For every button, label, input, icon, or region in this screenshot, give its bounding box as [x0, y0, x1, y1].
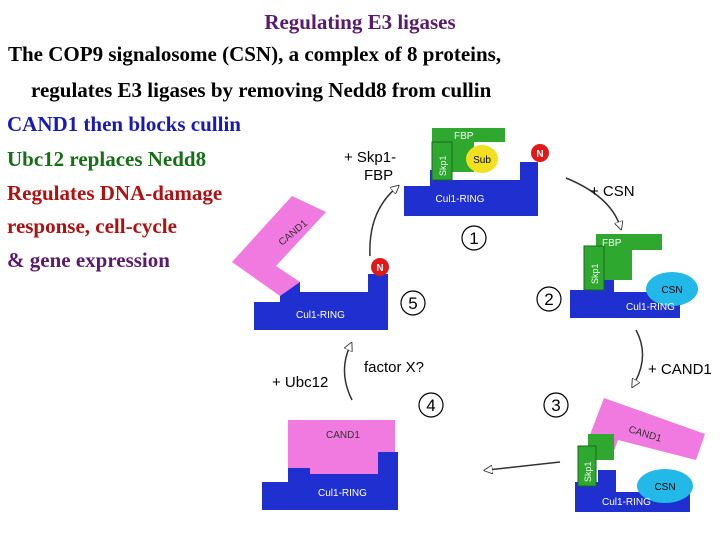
fbp-label-1: FBP	[454, 131, 474, 142]
arrow-label-cand1: + CAND1	[648, 361, 712, 378]
skp1-1	[431, 141, 453, 181]
text-line-csn: The COP9 signalosome (CSN), a complex of…	[8, 42, 502, 66]
svg-text:3: 3	[551, 396, 560, 415]
complex-2: Cul1-RING FBP Skp1 CSN	[570, 234, 698, 318]
step-3: 3	[543, 392, 569, 418]
text-line-gene-expression: & gene expression	[7, 248, 170, 272]
text-line-regulates: Regulates DNA-damage	[7, 181, 223, 205]
cul1-label-3: Cul1-RING	[602, 497, 651, 508]
fbp-label-2: FBP	[602, 238, 622, 249]
arrow-label-fbp: FBP	[364, 167, 393, 184]
csn-label-2: CSN	[661, 285, 682, 296]
csn-label-3: CSN	[654, 482, 675, 493]
arrow-label-csn: + CSN	[590, 183, 635, 200]
svg-text:4: 4	[426, 396, 435, 415]
arrow-label-factor-x: factor X?	[364, 359, 424, 376]
fbp-2	[596, 234, 662, 280]
csn-3	[637, 469, 693, 503]
nedd8-label-5: N	[376, 263, 383, 274]
arrow-1-to-2	[565, 177, 620, 226]
sub-label: Sub	[473, 155, 491, 166]
nedd8-5	[371, 258, 389, 276]
step-2: 2	[536, 286, 562, 312]
step-5: 5	[400, 290, 426, 316]
arrow-5-to-1	[369, 188, 396, 257]
skp1-label-2: Skp1	[590, 263, 600, 284]
text-line-cand1: CAND1 then blocks cullin	[7, 112, 241, 136]
sub-1	[466, 145, 498, 173]
text-line-nedd8: regulates E3 ligases by removing Nedd8 f…	[31, 78, 492, 102]
svg-text:5: 5	[408, 294, 417, 313]
text-line-ubc12: Ubc12 replaces Nedd8	[7, 147, 207, 171]
svg-text:2: 2	[544, 290, 553, 309]
page-title: Regulating E3 ligases	[264, 10, 456, 34]
cul1-label-5: Cul1-RING	[296, 310, 345, 321]
cand1-label-4: CAND1	[326, 430, 360, 441]
svg-text:1: 1	[469, 229, 478, 248]
cul1-label-1: Cul1-RING	[436, 194, 485, 205]
arrow-label-skp1: + Skp1-	[344, 149, 396, 166]
skp1-label-1: Skp1	[438, 155, 448, 176]
cul1-label-4: Cul1-RING	[318, 488, 367, 499]
step-1: 1	[461, 225, 487, 251]
cand1-3	[588, 398, 705, 460]
arrow-2-to-3	[634, 329, 644, 384]
complex-1: Cul1-RING FBP Skp1 Sub N	[404, 128, 549, 216]
cand1-5	[232, 196, 326, 296]
cul1-label-2: Cul1-RING	[626, 302, 675, 313]
arrow-4-to-5	[343, 346, 352, 401]
arrow-label-ubc12: + Ubc12	[272, 374, 328, 391]
skp1-3	[577, 445, 597, 487]
arrow-3-to-4	[488, 461, 561, 470]
nedd8-1	[531, 144, 549, 162]
step-4: 4	[418, 392, 444, 418]
complex-4: CAND1 Cul1-RING	[262, 420, 398, 510]
skp1-2	[583, 245, 605, 291]
text-line-response: response, cell-cycle	[7, 214, 177, 238]
csn-2	[646, 272, 698, 306]
complex-3: CAND1 Cul1-RING Skp1 CSN	[575, 398, 705, 512]
nedd8-label-1: N	[536, 149, 543, 160]
skp1-label-3: Skp1	[583, 461, 593, 482]
complex-5: CAND1 Cul1-RING N	[232, 196, 389, 330]
cand1-4	[288, 420, 395, 474]
